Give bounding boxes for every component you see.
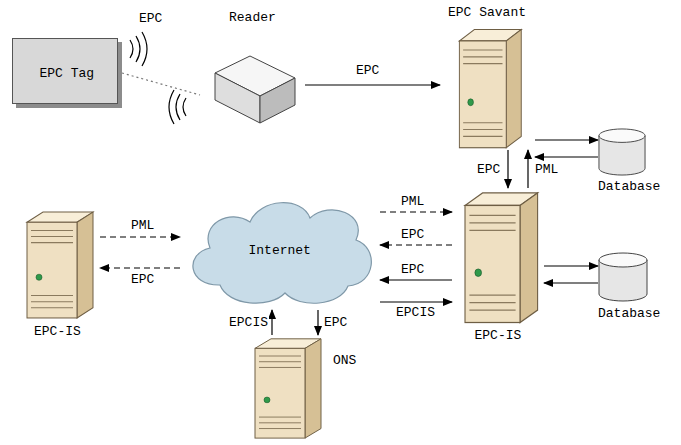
database-cylinder-outline: [598, 252, 648, 302]
server-icon: EPC Savant: [440, 5, 535, 150]
arrow-line: [271, 310, 272, 335]
server-icon-outline: [245, 335, 325, 440]
arrow-line: [535, 156, 598, 157]
edge-label: EPC: [400, 263, 425, 277]
radio-waves: [130, 32, 186, 124]
node-label: EPC-IS: [34, 324, 81, 339]
tag-box: EPC Tag: [12, 38, 122, 108]
arrow-line: [544, 265, 598, 266]
arrow-line: [305, 84, 440, 85]
reader-device: Reader: [200, 10, 305, 135]
dashed-arrow: [122, 73, 200, 95]
node-label: ONS: [333, 353, 356, 368]
edge-label: PML: [130, 219, 155, 233]
server-icon-outline: [17, 208, 97, 320]
edge-label: EPC: [400, 228, 425, 242]
dashed-arrow: [380, 244, 452, 245]
node-label: Database: [598, 179, 660, 194]
server-icon-outline: [454, 188, 542, 325]
dashed-arrow: [380, 211, 452, 212]
server-icon: EPC-IS: [15, 208, 100, 340]
edge-label: EPC: [138, 12, 163, 26]
database-cylinder: Database: [598, 252, 670, 324]
dashed-arrow: [100, 267, 180, 268]
arrow-line: [544, 282, 598, 283]
arrow-line: [507, 150, 508, 188]
node-label: Database: [598, 306, 660, 321]
edge-label: EPC: [355, 64, 380, 78]
arrow-line: [380, 279, 452, 280]
edge-label: EPCIS: [395, 306, 436, 320]
database-cylinder-outline: [598, 128, 646, 176]
edge-label: PML: [400, 195, 425, 209]
reader-device-outline: [205, 48, 300, 133]
edge-label: EPC: [476, 163, 501, 177]
edge-label: EPC: [130, 273, 155, 287]
arrow-line: [317, 310, 318, 335]
server-icon: ONS: [245, 335, 365, 440]
arrow-line: [527, 150, 528, 188]
node-label: EPC Savant: [448, 5, 526, 20]
node-label: EPC-IS: [475, 328, 522, 343]
dashed-arrow: [100, 236, 180, 237]
node-label: Reader: [229, 10, 276, 25]
server-icon: EPC-IS: [452, 188, 544, 345]
edge-label: PML: [534, 163, 559, 177]
node-label: Internet: [249, 243, 311, 258]
arrow-line: [380, 301, 452, 302]
database-cylinder: Database: [598, 128, 670, 198]
node-label: EPC Tag: [40, 66, 95, 81]
server-icon-outline: [450, 25, 525, 150]
arrow-line: [535, 139, 598, 140]
internet-cloud: Internet: [180, 190, 380, 310]
edge-label: EPCIS: [228, 316, 269, 330]
edge-label: EPC: [323, 316, 348, 330]
